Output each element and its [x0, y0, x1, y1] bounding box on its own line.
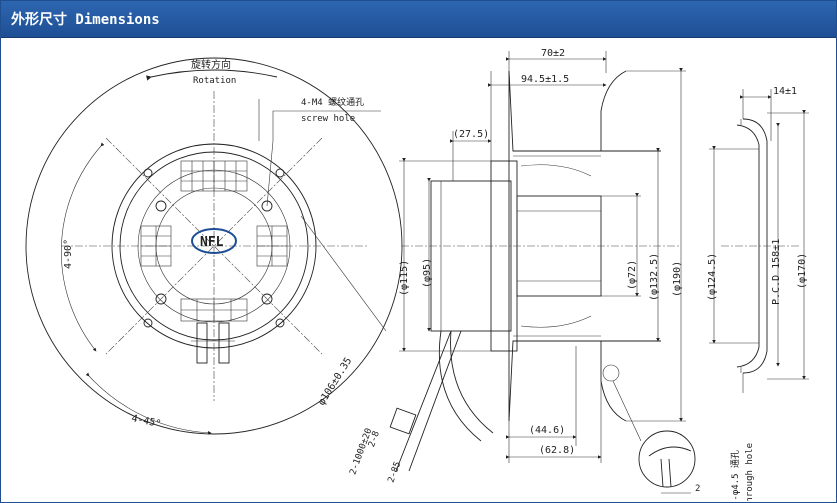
dia-106-leader	[300, 215, 387, 332]
detail-marker	[602, 364, 620, 382]
brand-logo: NFL	[191, 228, 237, 254]
cable-3	[438, 330, 482, 442]
section-header: 外形尺寸 Dimensions	[1, 1, 836, 38]
motor-flange	[490, 160, 518, 352]
dim-190-label: (φ190)	[672, 261, 683, 297]
dim-14-label: 14±1	[773, 86, 797, 97]
blade-curves	[520, 164, 592, 328]
dim-72-label: (φ72)	[627, 260, 638, 290]
hole-label-en: through hole	[745, 443, 755, 501]
dim-27-label: (27.5)	[453, 129, 489, 140]
detail-leader	[612, 380, 642, 442]
cable-connector	[389, 407, 417, 435]
screw-holes	[143, 168, 285, 328]
hole-label-cn: 4-φ4.5 通孔	[730, 450, 741, 501]
pcd-label: P.C.D 158±1	[771, 239, 782, 305]
cable-4	[450, 330, 494, 434]
dim-115-label: (φ115)	[399, 260, 410, 296]
lead-85-label: 2-85	[387, 460, 404, 484]
dim-124-label: (φ124.5)	[707, 253, 718, 301]
screw-label-cn: 4-M4 螺纹通孔	[301, 96, 364, 108]
blade-top	[508, 70, 627, 152]
section-title: 外形尺寸 Dimensions	[11, 12, 160, 28]
dim-132-label: (φ132.5)	[649, 253, 660, 301]
angle-45-arc	[85, 372, 212, 435]
detail-geometry	[648, 446, 692, 488]
screw-leader	[266, 110, 381, 207]
angle-90-label: 4-90°	[63, 239, 74, 269]
center-line-diag-2	[105, 137, 323, 355]
dim-62-label: (62.8)	[539, 445, 575, 456]
front-view: NFL 旋转方向 Rotation 4-M4 螺纹通孔 screw hole 4…	[25, 57, 403, 435]
cable-outlets	[191, 322, 235, 364]
logo-text: NFL	[200, 235, 224, 250]
dim-95-label: (φ95)	[422, 258, 433, 288]
angle-45-label: 4-45°	[130, 413, 162, 430]
cable-2	[408, 330, 462, 472]
dim-94-label: 94.5±1.5	[521, 74, 569, 85]
motor-body	[430, 180, 512, 332]
rotation-label-en: Rotation	[193, 76, 236, 86]
screw-label-en: screw hole	[301, 114, 355, 124]
side-view: 2-1000±20 2-8 2-85 70±2 94.5±1.5 (27.5) …	[348, 48, 700, 494]
dim-170-label: (φ170)	[797, 253, 808, 289]
dia-106-label: φ106±0.35	[316, 356, 354, 408]
detail-dim-label: 2	[695, 484, 700, 494]
flange-view: 14±1 (φ124.5) P.C.D 158±1 (φ170) 4-φ4.5 …	[707, 86, 809, 501]
dim-44-label: (44.6)	[529, 425, 565, 436]
center-line-diag-1	[105, 137, 323, 355]
vent-slots	[140, 160, 288, 322]
detail-circle	[638, 430, 696, 488]
blade-bottom	[508, 340, 627, 422]
rotation-arrow	[146, 69, 278, 81]
rotation-label-cn: 旋转方向	[191, 58, 231, 71]
cable-1	[395, 330, 452, 472]
blade-inner	[513, 155, 601, 337]
technical-drawing: NFL 旋转方向 Rotation 4-M4 螺纹通孔 screw hole 4…	[25, 48, 809, 501]
angle-90-arc	[61, 142, 105, 352]
dim-70-label: 70±2	[541, 48, 565, 59]
